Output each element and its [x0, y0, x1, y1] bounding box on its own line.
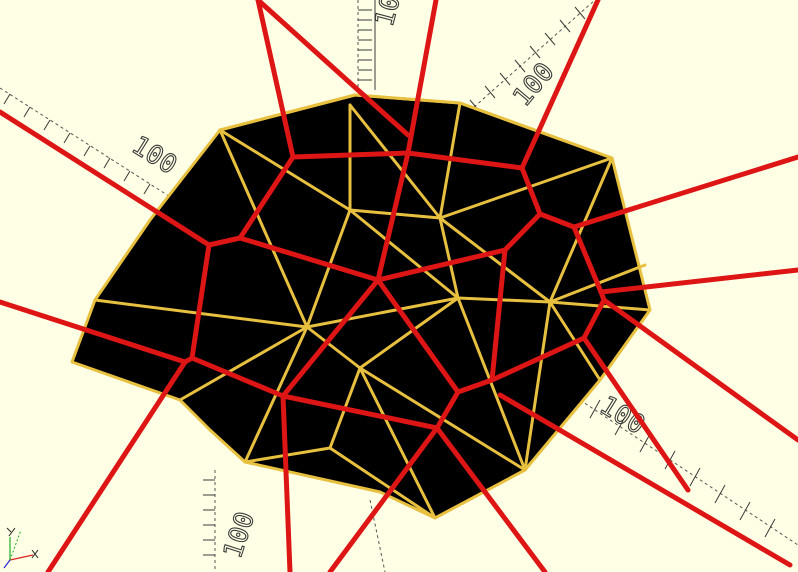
ruler-left — [0, 87, 176, 201]
axis-label-top-center: 100 — [370, 0, 411, 30]
axis-label-left: 100 — [126, 130, 182, 180]
axes-gizmo-icon — [3, 527, 39, 569]
ruler-top-right — [464, 0, 596, 116]
ruler-top-center — [357, 0, 376, 95]
axis-label-bottom: 100 — [218, 508, 261, 562]
